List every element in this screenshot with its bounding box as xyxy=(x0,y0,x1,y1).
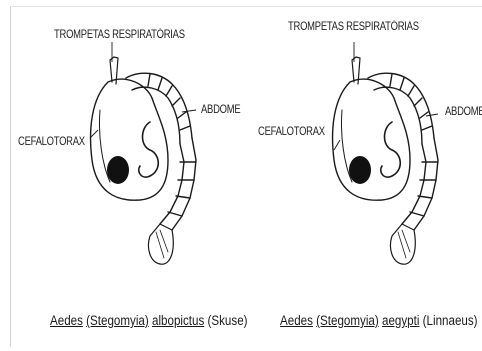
caption-right-genus: Aedes xyxy=(280,313,313,328)
caption-left: Aedes (Stegomyia) albopictus (Skuse) xyxy=(50,313,248,328)
label-trumpets-left: TROMPETAS RESPIRATÓRIAS xyxy=(54,29,185,41)
label-trumpets-right: TROMPETAS RESPIRATÓRIAS xyxy=(288,21,419,33)
caption-left-subgenus: (Stegomyia) xyxy=(86,313,149,328)
pupa-right xyxy=(333,57,438,264)
caption-right-subgenus: (Stegomyia) xyxy=(316,313,379,328)
label-cephalothorax-left: CEFALOTORAX xyxy=(18,136,85,148)
caption-left-genus: Aedes xyxy=(50,313,83,328)
label-abdomen-left: ABDOME xyxy=(201,104,240,116)
caption-right-species: aegypti xyxy=(382,313,419,328)
label-cephalothorax-right: CEFALOTORAX xyxy=(258,126,325,138)
caption-left-author: (Skuse) xyxy=(208,313,248,328)
caption-left-species: albopictus xyxy=(152,313,204,328)
pupa-left xyxy=(91,57,196,264)
caption-right: Aedes (Stegomyia) aegypti (Linnaeus) xyxy=(280,313,478,328)
label-abdomen-right: ABDOME xyxy=(445,106,482,118)
caption-right-author: (Linnaeus) xyxy=(423,313,478,328)
